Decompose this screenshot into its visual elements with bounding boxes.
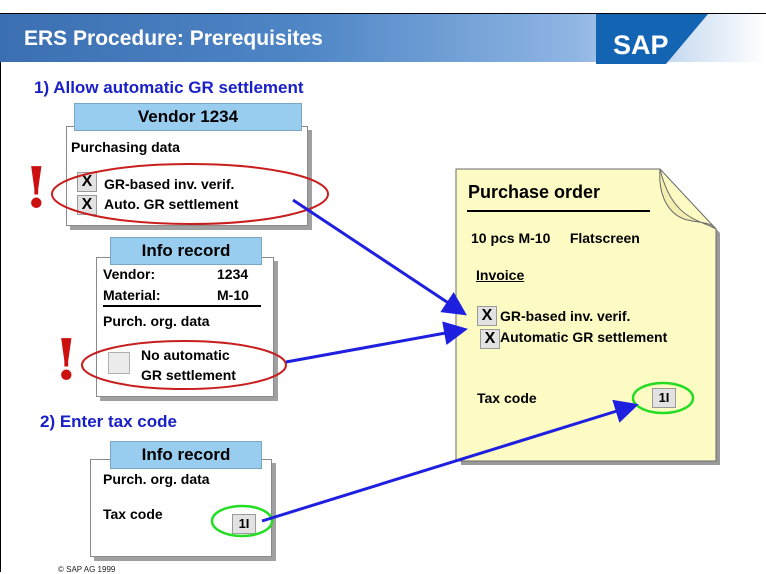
purchase-order-invoice-label: Invoice <box>476 267 525 283</box>
step1-heading: 1) Allow automatic GR settlement <box>34 78 304 97</box>
arrow-info-record-to-po <box>285 321 468 364</box>
warning-icon-1: ! <box>24 155 49 221</box>
info-record-1-no-auto-gr-checkbox[interactable] <box>108 352 130 374</box>
po-gr-based-label: GR-based inv. verif. <box>500 308 631 324</box>
purchase-order-title-underline <box>467 210 650 212</box>
info-record-1-divider <box>103 305 261 307</box>
copyright-text: © SAP AG 1999 <box>58 565 116 574</box>
info-record-2-tax-code-label: Tax code <box>103 506 163 522</box>
slide-title: ERS Procedure: Prerequisites <box>24 27 323 50</box>
po-tax-code-field[interactable]: 1I <box>652 388 676 408</box>
info-record-1-vendor-value: 1234 <box>217 266 249 282</box>
po-auto-gr-label: Automatic GR settlement <box>500 329 668 345</box>
top-border-line <box>0 13 766 14</box>
info-record-2-tax-code-field[interactable]: 1I <box>232 514 256 534</box>
arrow-vendor-to-po <box>292 198 468 316</box>
purchase-order-line-item: 10 pcs M-10 Flatscreen <box>471 230 640 246</box>
info-record-1-option-line2: GR settlement <box>141 367 236 383</box>
vendor-gr-based-checkbox[interactable]: X <box>77 172 97 192</box>
vendor-auto-gr-checkbox[interactable]: X <box>77 195 97 215</box>
info-record-1-purch-org-label: Purch. org. data <box>103 313 210 329</box>
info-record-1-material-value: M-10 <box>217 287 249 303</box>
page-curl <box>659 168 717 230</box>
po-tax-code-label: Tax code <box>477 390 537 406</box>
vendor-auto-gr-label: Auto. GR settlement <box>104 196 239 212</box>
po-gr-based-checkbox[interactable]: X <box>477 306 497 326</box>
purchase-order-title: Purchase order <box>468 182 601 202</box>
left-border-line <box>0 14 1 572</box>
info-record-2-purch-org-label: Purch. org. data <box>103 471 210 487</box>
vendor-purchasing-data-label: Purchasing data <box>71 139 180 155</box>
vendor-gr-based-label: GR-based inv. verif. <box>104 176 235 192</box>
info-record-1-vendor-label: Vendor: <box>103 266 156 282</box>
sap-logo: SAP <box>596 14 708 64</box>
info-record-1-material-label: Material: <box>103 287 161 303</box>
po-auto-gr-checkbox[interactable]: X <box>480 329 500 349</box>
step2-heading: 2) Enter tax code <box>40 412 177 431</box>
info-record-1-option-line1: No automatic <box>141 347 230 363</box>
warning-icon-2: ! <box>54 327 79 393</box>
sap-logo-text: SAP <box>613 30 669 60</box>
vendor-panel-header: Vendor 1234 <box>74 103 302 131</box>
info-record-2-header: Info record <box>110 441 262 469</box>
info-record-1-header: Info record <box>110 237 262 265</box>
